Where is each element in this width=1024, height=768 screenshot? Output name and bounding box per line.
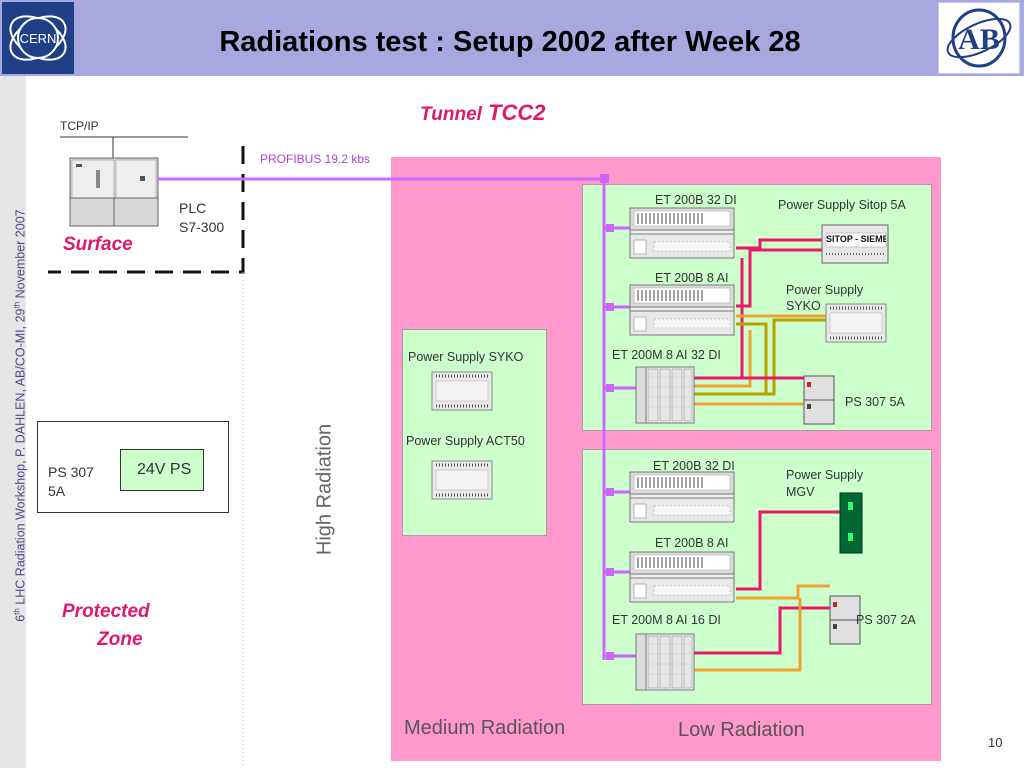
ps-syko-right-label-1: Power Supply: [786, 283, 864, 297]
surface-label: Surface: [63, 234, 133, 255]
ab-logo-text: AB: [958, 23, 1000, 56]
ps-syko-left-label: Power Supply SYKO: [408, 350, 524, 364]
et200m-bottom-label: ET 200M 8 AI 16 DI: [612, 613, 721, 627]
medium-radiation-label: Medium Radiation: [404, 717, 566, 739]
et200m-8ai-16di: [635, 633, 695, 691]
tunnel-title: Tunnel TCC2: [420, 100, 546, 125]
ps24v-box: [120, 449, 204, 491]
et200b-8ai-top-label: ET 200B 8 AI: [655, 271, 729, 285]
mgv-power-supply: [839, 492, 863, 554]
syko-power-supply-left: [430, 370, 494, 412]
cables-top: [692, 238, 826, 406]
et200b-32di-bottom: [629, 471, 735, 523]
et200b-32di-top-label: ET 200B 32 DI: [655, 193, 737, 207]
page-number: 10: [988, 735, 1003, 750]
ps-act50-label: Power Supply ACT50: [406, 434, 525, 448]
et200m-8ai-32di: [635, 366, 695, 424]
et200b-8ai-top: [629, 284, 735, 336]
et200b-8ai-bottom-label: ET 200B 8 AI: [655, 536, 729, 550]
et200b-32di-bottom-label: ET 200B 32 DI: [653, 459, 735, 473]
slide-title: Radiations test : Setup 2002 after Week …: [219, 26, 801, 58]
sitop-power-supply: [821, 224, 889, 264]
ps307-2a-label: PS 307 2A: [856, 613, 916, 627]
sitop-device-text: SITOP - SIEME: [826, 234, 886, 244]
cern-logo-text: CERN: [20, 31, 57, 46]
et200b-32di-top: [629, 207, 735, 259]
plc-label-2: S7-300: [179, 219, 225, 235]
cables-bottom: [692, 510, 840, 672]
tcpip-label: TCP/IP: [60, 119, 99, 133]
ps307-5a-device: [803, 375, 835, 425]
sidebar: [0, 76, 26, 768]
header-bar: [0, 0, 1024, 76]
et200b-8ai-bottom: [629, 551, 735, 603]
ab-logo: AB: [938, 2, 1020, 74]
syko-power-supply-right: [824, 302, 888, 344]
ps307-label-2: 5A: [48, 483, 66, 499]
profibus-label: PROFIBUS 19.2 kbs: [260, 152, 371, 166]
ps-sitop-label: Power Supply Sitop 5A: [778, 198, 906, 212]
act50-power-supply: [430, 459, 494, 501]
ps-mgv-label-1: Power Supply: [786, 468, 864, 482]
zone-medium-power: [402, 329, 547, 536]
high-radiation-label: High Radiation: [313, 423, 336, 556]
cern-logo: CERN: [2, 2, 74, 74]
ps24v-label: 24V PS: [137, 461, 192, 478]
plc-label-1: PLC: [179, 200, 207, 216]
et200m-top-label: ET 200M 8 AI 32 DI: [612, 348, 721, 362]
ps307-label-1: PS 307: [48, 464, 94, 480]
ps-syko-right-label-2: SYKO: [786, 299, 821, 313]
low-radiation-label: Low Radiation: [678, 719, 805, 741]
ps307-5a-label: PS 307 5A: [845, 395, 905, 409]
profibus-nodes: [600, 174, 636, 660]
plc-s7-300: [69, 157, 159, 227]
ps-mgv-label-2: MGV: [786, 485, 815, 499]
